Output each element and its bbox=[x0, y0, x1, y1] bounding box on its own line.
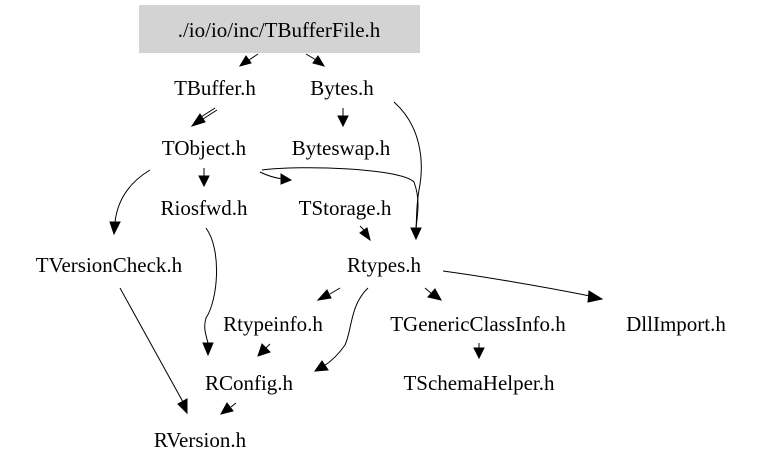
node-rversion[interactable]: RVersion.h bbox=[154, 428, 247, 452]
edge-tstorage-rtypes bbox=[359, 225, 371, 242]
node-rconfig[interactable]: RConfig.h bbox=[205, 371, 294, 395]
edge-root-tbuffer bbox=[238, 53, 259, 67]
node-tversioncheck[interactable]: TVersionCheck.h bbox=[36, 253, 183, 277]
edge-rtypes-tgenericclassinfo bbox=[424, 287, 442, 301]
node-root[interactable]: ./io/io/inc/TBufferFile.h bbox=[178, 18, 381, 42]
node-tobject[interactable]: TObject.h bbox=[162, 136, 247, 160]
edge-tobject-tstorage bbox=[259, 171, 293, 185]
node-rtypeinfo[interactable]: Rtypeinfo.h bbox=[223, 312, 323, 336]
edge-tgenericclassinfo-tschemahelper bbox=[473, 343, 485, 360]
node-byteswap[interactable]: Byteswap.h bbox=[292, 136, 391, 160]
node-riosfwd[interactable]: Riosfwd.h bbox=[161, 196, 248, 220]
node-dllimport[interactable]: DllImport.h bbox=[626, 312, 726, 336]
node-tbuffer[interactable]: TBuffer.h bbox=[174, 76, 256, 100]
edge-riosfwd-rconfig bbox=[202, 227, 217, 357]
edge-tobject-riosfwd bbox=[198, 168, 210, 188]
edge-rconfig-rversion bbox=[220, 402, 237, 415]
edge-bytes-byteswap bbox=[337, 108, 349, 128]
edge-rtypes-rtypeinfo bbox=[316, 287, 341, 301]
edge-rtypes-dllimport bbox=[442, 270, 604, 303]
edge-tobject-rtypes bbox=[261, 167, 419, 229]
node-rtypes[interactable]: Rtypes.h bbox=[347, 253, 422, 277]
edge-tobject-tversioncheck bbox=[109, 169, 151, 236]
node-tstorage[interactable]: TStorage.h bbox=[299, 196, 392, 220]
nodes: ./io/io/inc/TBufferFile.h TBuffer.h Byte… bbox=[36, 5, 726, 452]
edges bbox=[109, 53, 604, 415]
node-tgenericclassinfo[interactable]: TGenericClassInfo.h bbox=[390, 312, 566, 336]
node-bytes[interactable]: Bytes.h bbox=[310, 76, 374, 100]
edge-rtypeinfo-rconfig bbox=[257, 343, 271, 357]
edge-tbuffer-tobject bbox=[190, 107, 218, 127]
root-node-box bbox=[139, 5, 420, 53]
edge-root-bytes bbox=[305, 53, 326, 67]
node-tschemahelper[interactable]: TSchemaHelper.h bbox=[403, 371, 555, 395]
edge-tversioncheck-rversion bbox=[119, 287, 188, 415]
edge-rtypes-rconfig bbox=[313, 287, 369, 372]
